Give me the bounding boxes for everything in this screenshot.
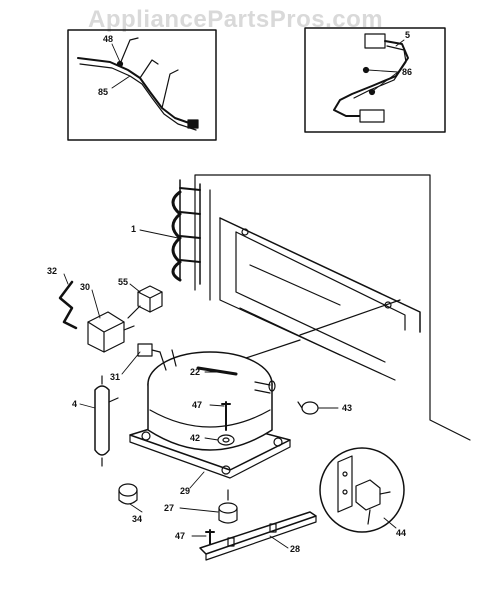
- callout-27: 27: [164, 503, 174, 513]
- grommet: [217, 434, 235, 446]
- callout-28: 28: [290, 544, 300, 554]
- overload-wire: [58, 280, 78, 330]
- shock-absorber: [118, 483, 138, 505]
- overload-protector: [137, 343, 161, 357]
- callout-48: 48: [103, 34, 113, 44]
- compressor-grommet: [218, 489, 238, 524]
- inset-switch-harness: [304, 27, 446, 133]
- callout-5: 5: [405, 30, 410, 40]
- start-relay: [87, 311, 135, 353]
- callout-34: 34: [132, 514, 142, 524]
- inset-wire-harness: [67, 29, 217, 141]
- callout-43: 43: [342, 403, 352, 413]
- mounting-rail: [199, 511, 317, 561]
- tubing-clamp: [297, 401, 319, 415]
- capacitor: [127, 285, 163, 319]
- callout-30: 30: [80, 282, 90, 292]
- leader-lines: [63, 39, 405, 549]
- filter-drier: [94, 375, 119, 467]
- inset-outlet: [319, 447, 405, 533]
- callout-29: 29: [180, 486, 190, 496]
- callout-4: 4: [72, 399, 77, 409]
- condenser-coil: [171, 179, 201, 285]
- callout-85: 85: [98, 87, 108, 97]
- callout-32: 32: [47, 266, 57, 276]
- compressor: [129, 349, 291, 479]
- callout-1: 1: [131, 224, 136, 234]
- callout-47-lower: 47: [175, 531, 185, 541]
- callout-55: 55: [118, 277, 128, 287]
- callout-22: 22: [190, 367, 200, 377]
- callout-86: 86: [402, 67, 412, 77]
- mounting-screw-upper: [221, 401, 231, 431]
- callout-47-upper: 47: [192, 400, 202, 410]
- callout-44: 44: [396, 528, 406, 538]
- callout-42: 42: [190, 433, 200, 443]
- callout-labels: 48 85 5 86 1 32 30 55 31 4 22 47 42 43 2…: [47, 30, 412, 554]
- callout-31: 31: [110, 372, 120, 382]
